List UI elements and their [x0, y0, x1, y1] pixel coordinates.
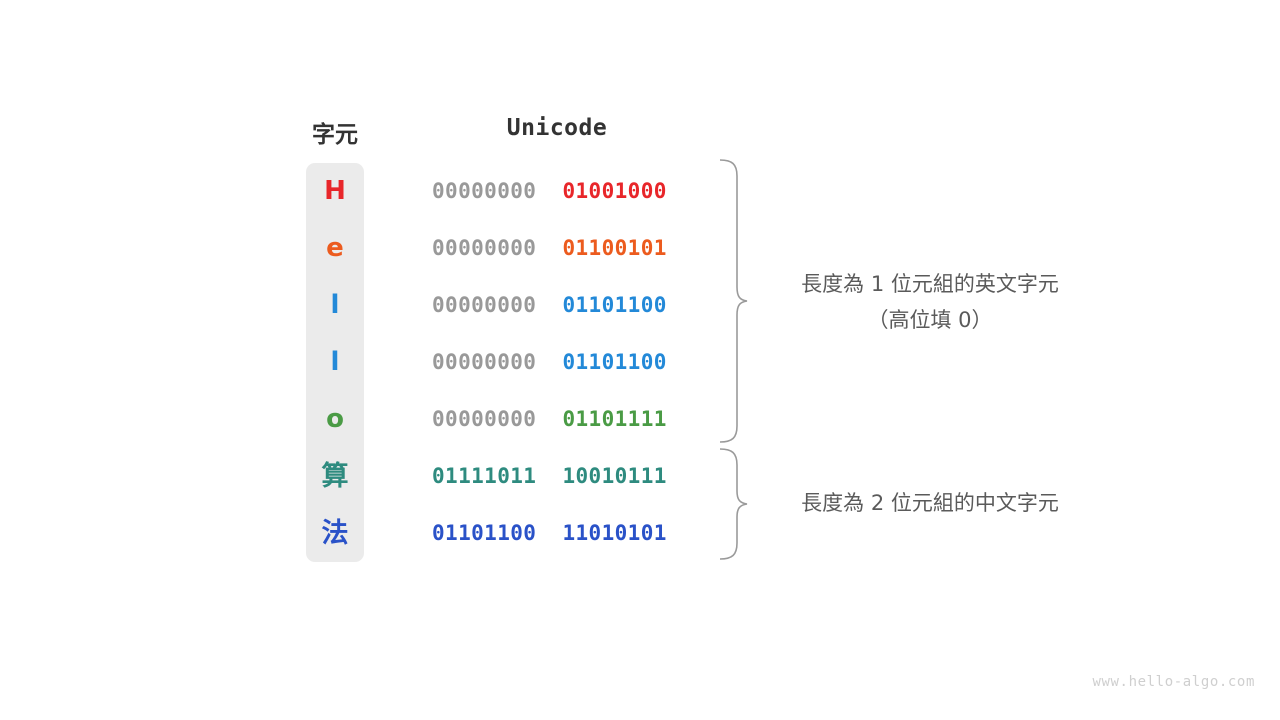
annotation-two-byte-main: 長度為 2 位元組的中文字元	[801, 491, 1059, 515]
row-binary-separator	[536, 407, 562, 431]
row-binary-high-byte: 00000000	[432, 350, 537, 374]
column-header-character: 字元	[312, 122, 358, 148]
brace-one-byte	[719, 159, 748, 443]
row-binary: 00000000 01001000	[432, 163, 684, 220]
row-binary: 01101100 11010101	[432, 505, 684, 562]
row-binary: 00000000 01101100	[432, 334, 684, 391]
row-binary-separator	[536, 293, 562, 317]
encoding-row: 法 01101100 11010101	[0, 505, 1280, 562]
watermark: www.hello-algo.com	[1092, 674, 1255, 690]
character-column-panel	[306, 163, 364, 562]
row-binary-separator	[536, 464, 562, 488]
row-binary-high-byte: 01101100	[432, 521, 537, 545]
brace-two-byte	[719, 448, 748, 560]
encoding-row: l 00000000 01101100	[0, 277, 1280, 334]
encoding-row: o 00000000 01101111	[0, 391, 1280, 448]
encoding-row: H 00000000 01001000	[0, 163, 1280, 220]
encoding-row: l 00000000 01101100	[0, 334, 1280, 391]
row-character: H	[324, 176, 346, 206]
row-binary-low-byte: 01001000	[562, 179, 667, 203]
row-binary-low-byte: 01101111	[562, 407, 667, 431]
row-binary: 01111011 10010111	[432, 448, 684, 505]
row-binary-low-byte: 01101100	[562, 350, 667, 374]
column-header-unicode: Unicode	[506, 115, 608, 141]
row-binary-separator	[536, 521, 562, 545]
row-binary-low-byte: 10010111	[562, 464, 667, 488]
annotation-one-byte-main: 長度為 1 位元組的英文字元	[801, 272, 1059, 296]
row-binary: 00000000 01101111	[432, 391, 684, 448]
row-character: l	[330, 347, 340, 377]
row-binary: 00000000 01100101	[432, 220, 684, 277]
encoding-row: e 00000000 01100101	[0, 220, 1280, 277]
row-binary-low-byte: 01101100	[562, 293, 667, 317]
row-binary-separator	[536, 179, 562, 203]
row-binary: 00000000 01101100	[432, 277, 684, 334]
row-binary-low-byte: 01100101	[562, 236, 667, 260]
row-character: 算	[321, 461, 349, 492]
row-character: l	[330, 290, 340, 320]
row-binary-high-byte: 00000000	[432, 407, 537, 431]
annotation-one-byte-sub: （高位填 0）	[867, 308, 993, 332]
row-binary-high-byte: 00000000	[432, 293, 537, 317]
row-character: o	[326, 404, 344, 434]
row-character: 法	[321, 518, 349, 549]
row-binary-separator	[536, 236, 562, 260]
row-binary-separator	[536, 350, 562, 374]
row-binary-high-byte: 00000000	[432, 179, 537, 203]
row-binary-high-byte: 00000000	[432, 236, 537, 260]
row-binary-high-byte: 01111011	[432, 464, 537, 488]
row-character: e	[326, 233, 344, 263]
row-binary-low-byte: 11010101	[562, 521, 667, 545]
annotation-one-byte: 長度為 1 位元組的英文字元 （高位填 0）	[760, 266, 1100, 338]
encoding-row: 算 01111011 10010111	[0, 448, 1280, 505]
annotation-two-byte: 長度為 2 位元組的中文字元	[760, 485, 1100, 521]
